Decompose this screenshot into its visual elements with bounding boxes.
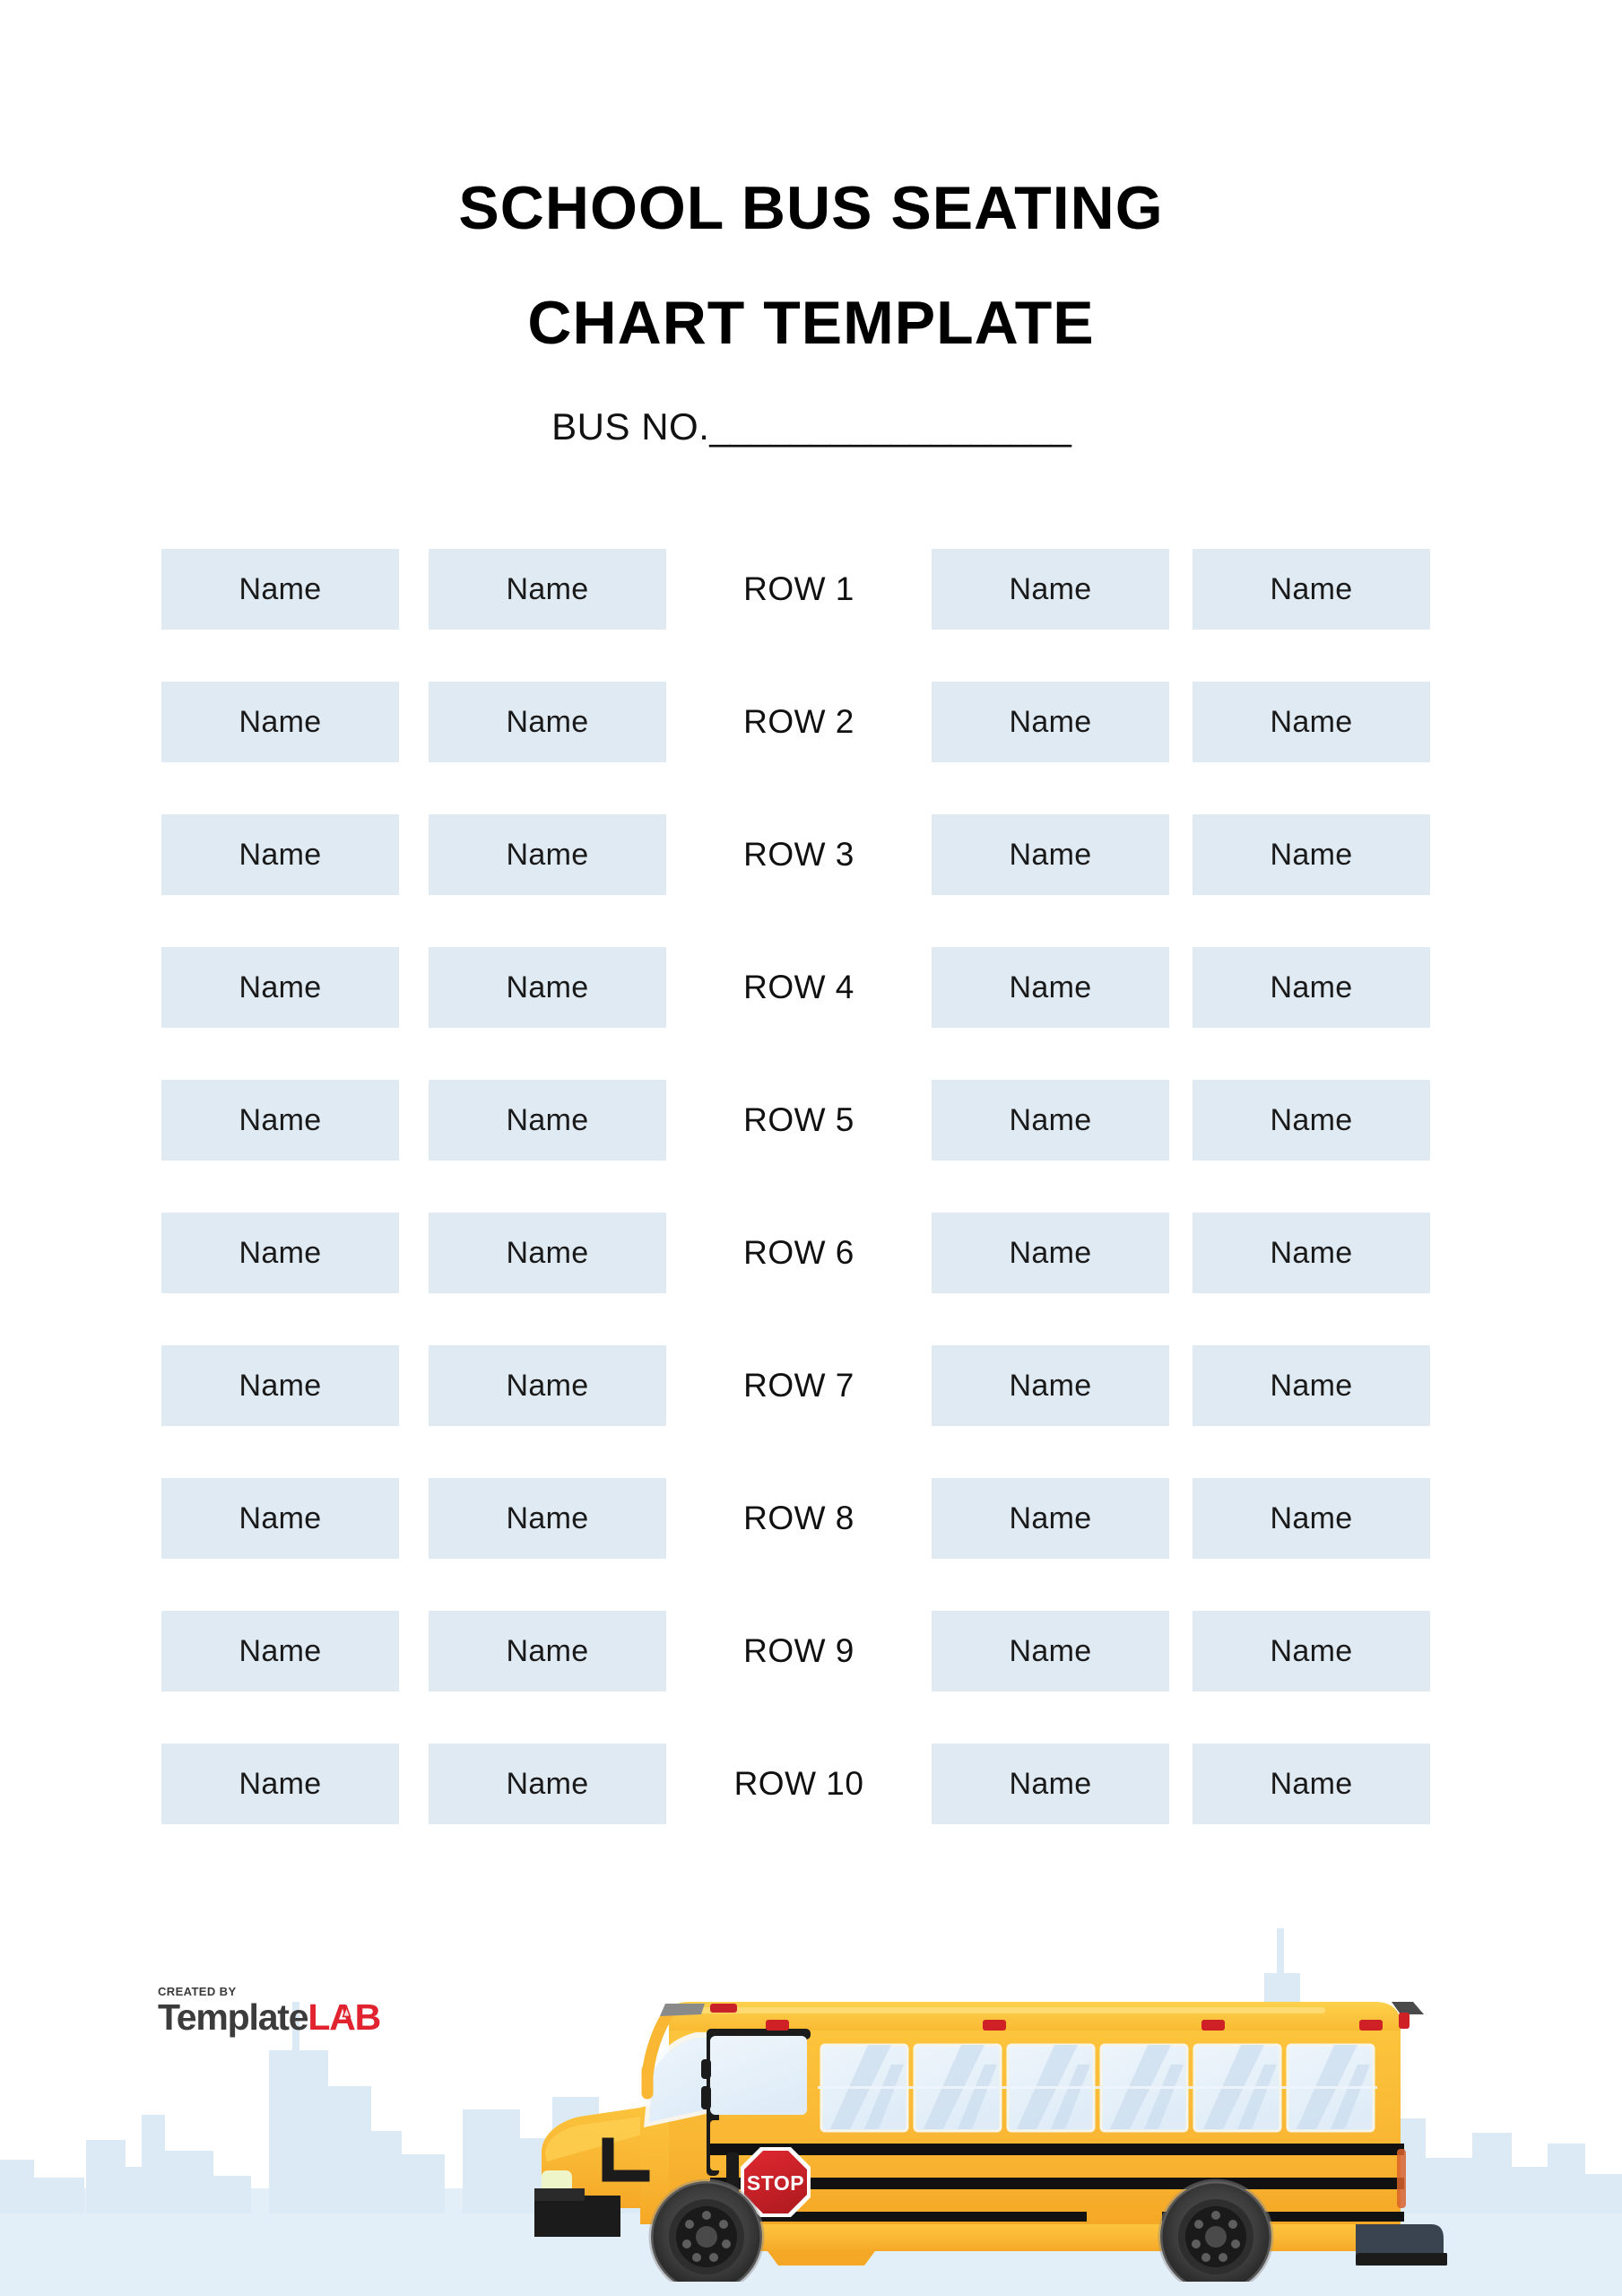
bus-number-field[interactable]: BUS NO.__________________ — [0, 405, 1622, 448]
seat-cell[interactable]: Name — [1193, 1345, 1430, 1426]
seat-cell[interactable]: Name — [932, 549, 1169, 630]
column-spacer — [1169, 1611, 1193, 1692]
column-spacer — [399, 1345, 429, 1426]
logo-wordmark: TemplateLAB — [158, 1996, 381, 2038]
column-spacer — [1169, 1478, 1193, 1559]
seat-cell[interactable]: Name — [161, 1213, 399, 1293]
seat-cell[interactable]: Name — [1193, 1744, 1430, 1824]
row-label: ROW 8 — [743, 1500, 854, 1536]
column-spacer — [399, 814, 429, 895]
stop-sign-text: STOP — [747, 2171, 804, 2195]
seat-cell[interactable]: Name — [429, 682, 666, 762]
seat-cell[interactable]: Name — [932, 814, 1169, 895]
title-line-2: CHART TEMPLATE — [527, 289, 1095, 357]
column-spacer — [1169, 814, 1193, 895]
table-row: Name Name ROW 7 Name Name — [161, 1345, 1484, 1426]
table-row: Name Name ROW 4 Name Name — [161, 947, 1484, 1028]
seat-cell[interactable]: Name — [161, 1478, 399, 1559]
column-spacer — [1169, 1744, 1193, 1824]
page-title: SCHOOL BUS SEATING CHART TEMPLATE — [0, 151, 1622, 380]
table-row: Name Name ROW 2 Name Name — [161, 682, 1484, 762]
column-spacer — [1169, 1345, 1193, 1426]
seat-cell[interactable]: Name — [161, 1611, 399, 1692]
column-spacer — [399, 1611, 429, 1692]
seat-cell[interactable]: Name — [161, 1744, 399, 1824]
seat-cell[interactable]: Name — [161, 814, 399, 895]
seat-cell[interactable]: Name — [429, 549, 666, 630]
seat-cell[interactable]: Name — [932, 682, 1169, 762]
seat-cell[interactable]: Name — [161, 549, 399, 630]
seat-cell[interactable]: Name — [429, 1345, 666, 1426]
bus-number-input-rule[interactable]: __________________ — [709, 405, 1071, 448]
seat-cell[interactable]: Name — [161, 947, 399, 1028]
seat-cell[interactable]: Name — [429, 1080, 666, 1161]
seat-cell[interactable]: Name — [429, 1744, 666, 1824]
seat-cell[interactable]: Name — [1193, 1080, 1430, 1161]
seat-cell[interactable]: Name — [429, 947, 666, 1028]
column-spacer — [1169, 1080, 1193, 1161]
table-row: Name Name ROW 5 Name Name — [161, 1080, 1484, 1161]
seat-cell[interactable]: Name — [161, 682, 399, 762]
seat-cell[interactable]: Name — [429, 1611, 666, 1692]
seat-cell[interactable]: Name — [932, 1345, 1169, 1426]
seat-cell[interactable]: Name — [429, 1478, 666, 1559]
column-spacer — [399, 1478, 429, 1559]
column-spacer — [1169, 549, 1193, 630]
front-wheel — [648, 2179, 765, 2282]
column-spacer — [399, 947, 429, 1028]
seat-cell[interactable]: Name — [932, 1478, 1169, 1559]
column-spacer — [1169, 682, 1193, 762]
row-label: ROW 2 — [743, 703, 854, 740]
seat-cell[interactable]: Name — [429, 1213, 666, 1293]
row-label: ROW 5 — [743, 1101, 854, 1138]
seat-cell[interactable]: Name — [932, 1080, 1169, 1161]
table-row: Name Name ROW 8 Name Name — [161, 1478, 1484, 1559]
column-spacer — [399, 1744, 429, 1824]
column-spacer — [399, 682, 429, 762]
seat-cell[interactable]: Name — [1193, 549, 1430, 630]
table-row: Name Name ROW 6 Name Name — [161, 1213, 1484, 1293]
logo-template-text: Template — [158, 1996, 309, 2038]
seating-grid: Name Name ROW 1 Name Name Name Name ROW … — [161, 549, 1484, 1824]
seat-cell[interactable]: Name — [1193, 1478, 1430, 1559]
seat-cell[interactable]: Name — [1193, 682, 1430, 762]
bus-number-label: BUS NO. — [551, 405, 710, 448]
column-spacer — [1169, 1213, 1193, 1293]
flask-icon — [342, 2004, 351, 2018]
table-row: Name Name ROW 1 Name Name — [161, 549, 1484, 630]
seat-cell[interactable]: Name — [932, 947, 1169, 1028]
seat-cell[interactable]: Name — [1193, 1213, 1430, 1293]
seat-cell[interactable]: Name — [932, 1744, 1169, 1824]
column-spacer — [399, 1080, 429, 1161]
seat-cell[interactable]: Name — [161, 1345, 399, 1426]
row-label: ROW 3 — [743, 836, 854, 873]
row-label: ROW 9 — [743, 1632, 854, 1669]
table-row: Name Name ROW 10 Name Name — [161, 1744, 1484, 1824]
table-row: Name Name ROW 9 Name Name — [161, 1611, 1484, 1692]
seat-cell[interactable]: Name — [1193, 1611, 1430, 1692]
seat-cell[interactable]: Name — [1193, 947, 1430, 1028]
table-row: Name Name ROW 3 Name Name — [161, 814, 1484, 895]
school-bus-icon: STOP — [534, 2002, 1447, 2282]
rear-wheel — [1158, 2179, 1274, 2282]
column-spacer — [1169, 947, 1193, 1028]
title-line-1: SCHOOL BUS SEATING — [458, 174, 1164, 242]
row-label: ROW 7 — [743, 1367, 854, 1404]
row-label: ROW 1 — [743, 570, 854, 607]
seat-cell[interactable]: Name — [932, 1611, 1169, 1692]
seat-cell[interactable]: Name — [161, 1080, 399, 1161]
logo-lab-text: LAB — [308, 1996, 381, 2038]
seat-cell[interactable]: Name — [1193, 814, 1430, 895]
row-label: ROW 4 — [743, 969, 854, 1005]
templatelab-logo: CREATED BY TemplateLAB — [158, 1985, 381, 2038]
seat-cell[interactable]: Name — [429, 814, 666, 895]
column-spacer — [399, 549, 429, 630]
seat-cell[interactable]: Name — [932, 1213, 1169, 1293]
row-label: ROW 6 — [743, 1234, 854, 1271]
footer-artwork: STOP — [0, 1919, 1622, 2296]
column-spacer — [399, 1213, 429, 1293]
logo-created-by-label: CREATED BY — [158, 1985, 237, 1998]
row-label: ROW 10 — [733, 1765, 864, 1802]
